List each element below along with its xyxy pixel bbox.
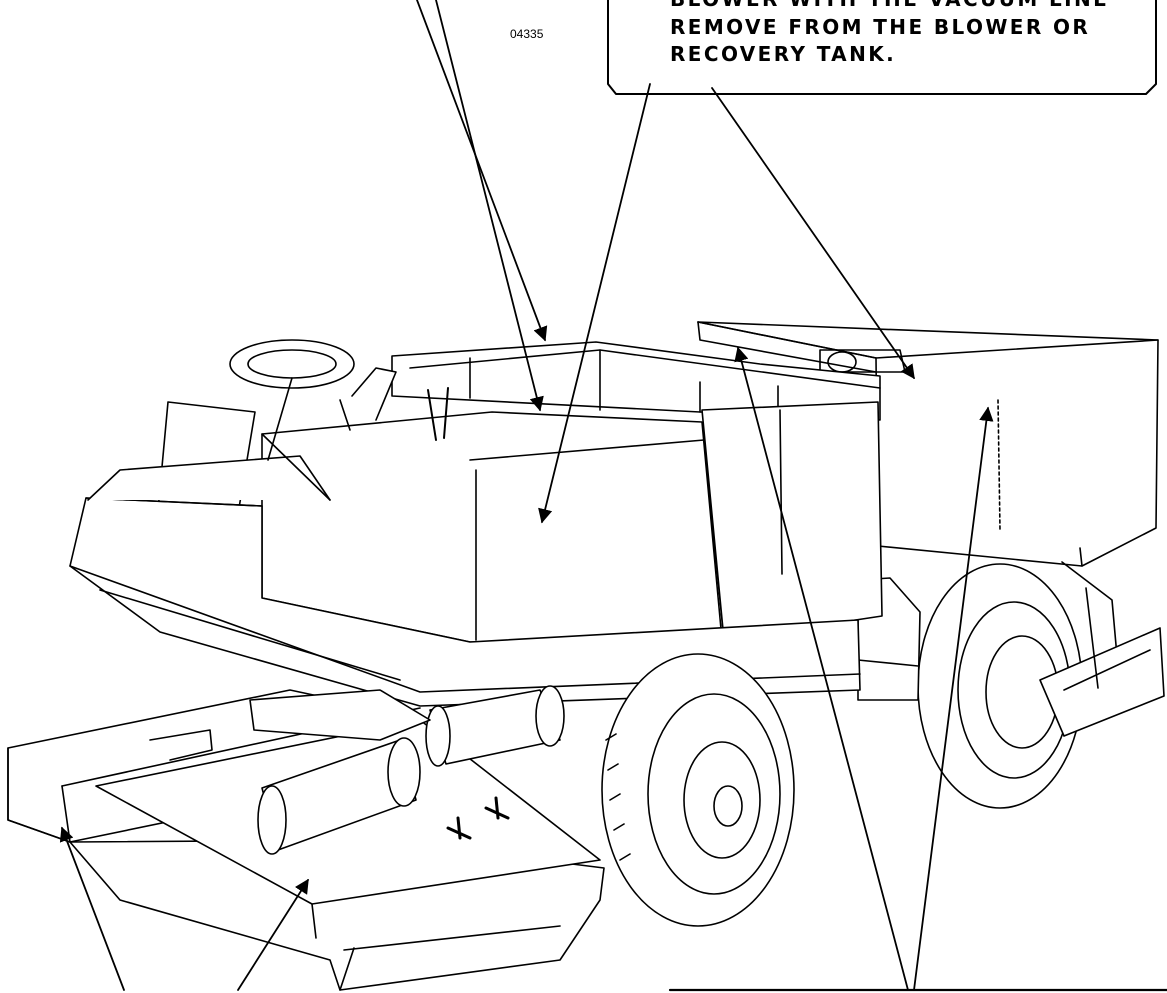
brush-motors [249, 685, 565, 855]
callout-line-1: BLOWER WITH THE VACUUM LINE [670, 0, 1109, 13]
callout-frame [607, 0, 1157, 95]
solution-tank [697, 321, 1159, 567]
leader-arrows [59, 0, 994, 991]
main-body [69, 339, 883, 707]
figure-part-number: 04335 [510, 27, 544, 41]
callout-line-3: RECOVERY TANK. [670, 42, 897, 66]
front-wheel [601, 653, 795, 927]
rear-squeegee [1039, 587, 1165, 737]
rear-wheel [917, 561, 1121, 809]
callout-line-2: REMOVE FROM THE BLOWER OR [670, 15, 1091, 39]
